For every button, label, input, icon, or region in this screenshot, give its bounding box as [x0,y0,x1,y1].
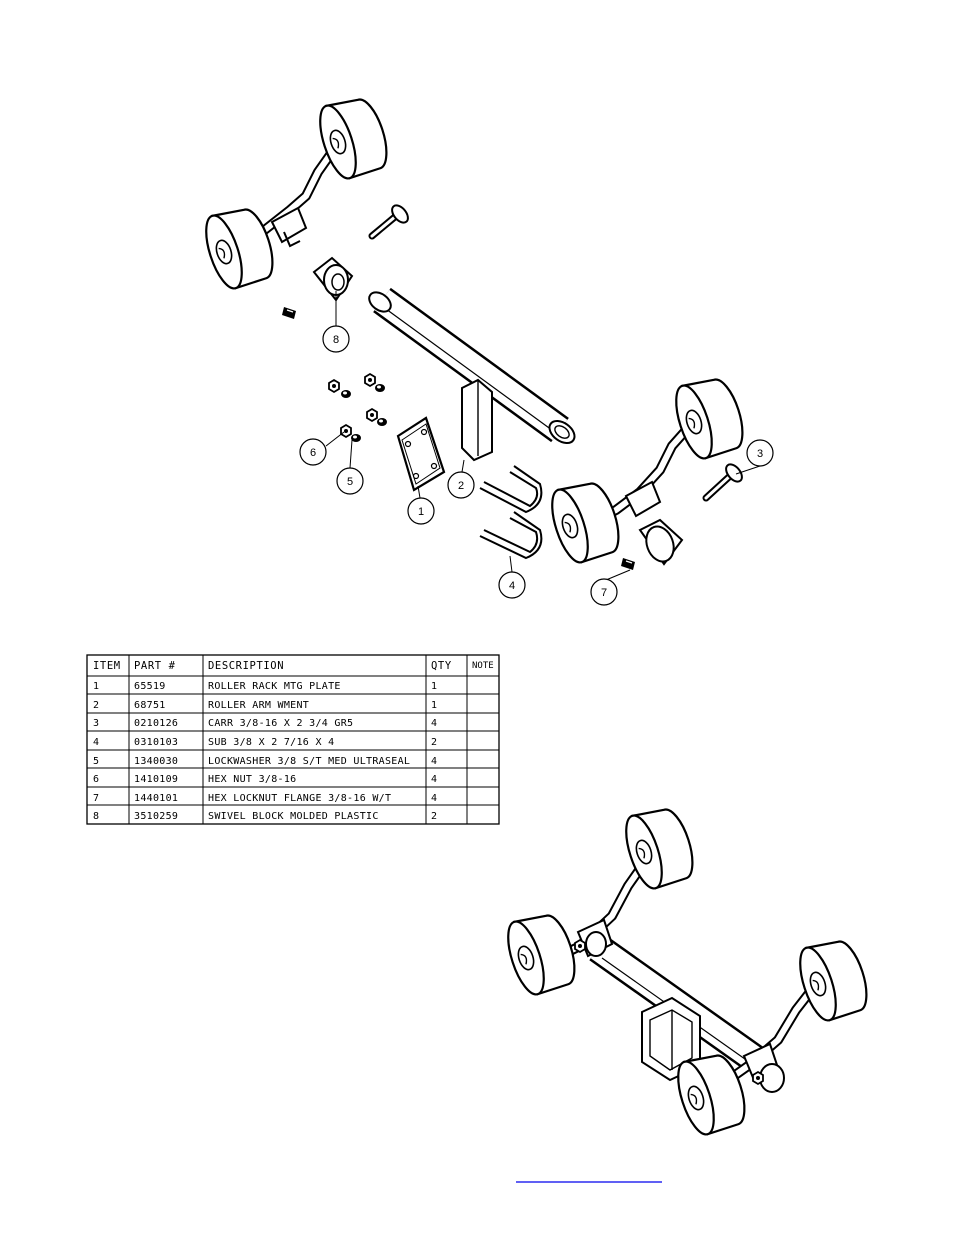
svg-text:6: 6 [93,774,99,785]
svg-text:1: 1 [431,700,437,711]
svg-text:SUB 3/8 X 2 7/16 X 4: SUB 3/8 X 2 7/16 X 4 [208,737,334,748]
svg-text:3: 3 [93,718,99,729]
svg-text:68751: 68751 [134,700,166,711]
table-row: 1 65519 ROLLER RACK MTG PLATE 1 [93,681,437,692]
svg-text:1: 1 [93,681,99,692]
roller-arm-weldment [368,287,576,462]
svg-text:LOCKWASHER 3/8 S/T MED ULTRASE: LOCKWASHER 3/8 S/T MED ULTRASEAL [208,756,410,767]
table-row: 2 68751 ROLLER ARM WMENT 1 [93,700,437,711]
callout-1: 1 [407,497,435,525]
header-item: ITEM [93,660,121,672]
svg-text:CARR 3/8-16 X 2 3/4 GR5: CARR 3/8-16 X 2 3/4 GR5 [208,718,353,729]
callout-5: 5 [336,467,364,495]
svg-text:ROLLER RACK MTG PLATE: ROLLER RACK MTG PLATE [208,681,341,692]
nut-washer-set [328,373,387,442]
table-row: 6 1410109 HEX NUT 3/8-16 4 [93,774,437,785]
callout-7: 7 [590,578,618,606]
table-row: 4 0310103 SUB 3/8 X 2 7/16 X 4 2 [93,737,437,748]
svg-text:SWIVEL BLOCK MOLDED PLASTIC: SWIVEL BLOCK MOLDED PLASTIC [208,811,379,822]
assembled-view [499,800,875,1140]
table-row: 5 1340030 LOCKWASHER 3/8 S/T MED ULTRASE… [93,756,437,767]
svg-text:8: 8 [93,811,99,822]
header-note: NOTE [472,661,494,671]
table-row: 8 3510259 SWIVEL BLOCK MOLDED PLASTIC 2 [93,811,437,822]
carriage-bolt-lower [702,463,743,502]
callout-leaders [325,291,761,581]
header-qty: QTY [431,660,452,672]
svg-text:3: 3 [757,448,763,460]
svg-text:2: 2 [458,480,464,492]
svg-text:5: 5 [93,756,99,767]
svg-text:4: 4 [431,718,437,729]
table-row: 7 1440101 HEX LOCKNUT FLANGE 3/8-16 W/T … [93,793,437,804]
callout-2: 2 [447,471,475,499]
table-header-row: ITEM PART # DESCRIPTION QTY NOTE [93,660,494,672]
carriage-bolt-upper [368,204,409,240]
svg-text:4: 4 [431,774,437,785]
svg-text:1340030: 1340030 [134,756,178,767]
svg-text:3510259: 3510259 [134,811,178,822]
callout-3: 3 [746,439,774,467]
svg-text:7: 7 [601,587,607,599]
svg-text:7: 7 [93,793,99,804]
u-bolt-lower [479,511,543,560]
svg-text:1440101: 1440101 [134,793,178,804]
svg-text:HEX NUT 3/8-16: HEX NUT 3/8-16 [208,774,297,785]
svg-text:1410109: 1410109 [134,774,178,785]
svg-text:ROLLER ARM WMENT: ROLLER ARM WMENT [208,700,309,711]
swivel-block-upper [312,256,354,302]
svg-text:0210126: 0210126 [134,718,178,729]
locknut-lower [621,558,635,570]
svg-text:4: 4 [431,756,437,767]
callout-8: 8 [322,325,350,353]
swivel-block-lower [638,518,684,566]
svg-text:1: 1 [431,681,437,692]
svg-text:4: 4 [431,793,437,804]
svg-text:4: 4 [93,737,99,748]
svg-text:65519: 65519 [134,681,166,692]
header-part-number: PART # [134,660,176,672]
u-bolt-upper [479,465,543,514]
table-row: 3 0210126 CARR 3/8-16 X 2 3/4 GR5 4 [93,718,437,729]
svg-text:5: 5 [347,476,353,488]
roller-arm-right [543,370,751,568]
svg-text:4: 4 [509,580,515,592]
roller-arm-top-left [197,90,395,294]
parts-table: ITEM PART # DESCRIPTION QTY NOTE 1 65519… [86,654,500,825]
svg-text:2: 2 [431,737,437,748]
locknut-upper [282,307,296,319]
svg-text:HEX LOCKNUT FLANGE 3/8-16 W/T: HEX LOCKNUT FLANGE 3/8-16 W/T [208,793,391,804]
svg-text:0310103: 0310103 [134,737,178,748]
svg-text:1: 1 [418,506,424,518]
callout-4: 4 [498,571,526,599]
svg-text:2: 2 [431,811,437,822]
svg-text:8: 8 [333,334,339,346]
svg-text:2: 2 [93,700,99,711]
callout-6: 6 [299,438,327,466]
header-description: DESCRIPTION [208,660,284,672]
svg-text:6: 6 [310,447,316,459]
mounting-plate [396,416,446,492]
